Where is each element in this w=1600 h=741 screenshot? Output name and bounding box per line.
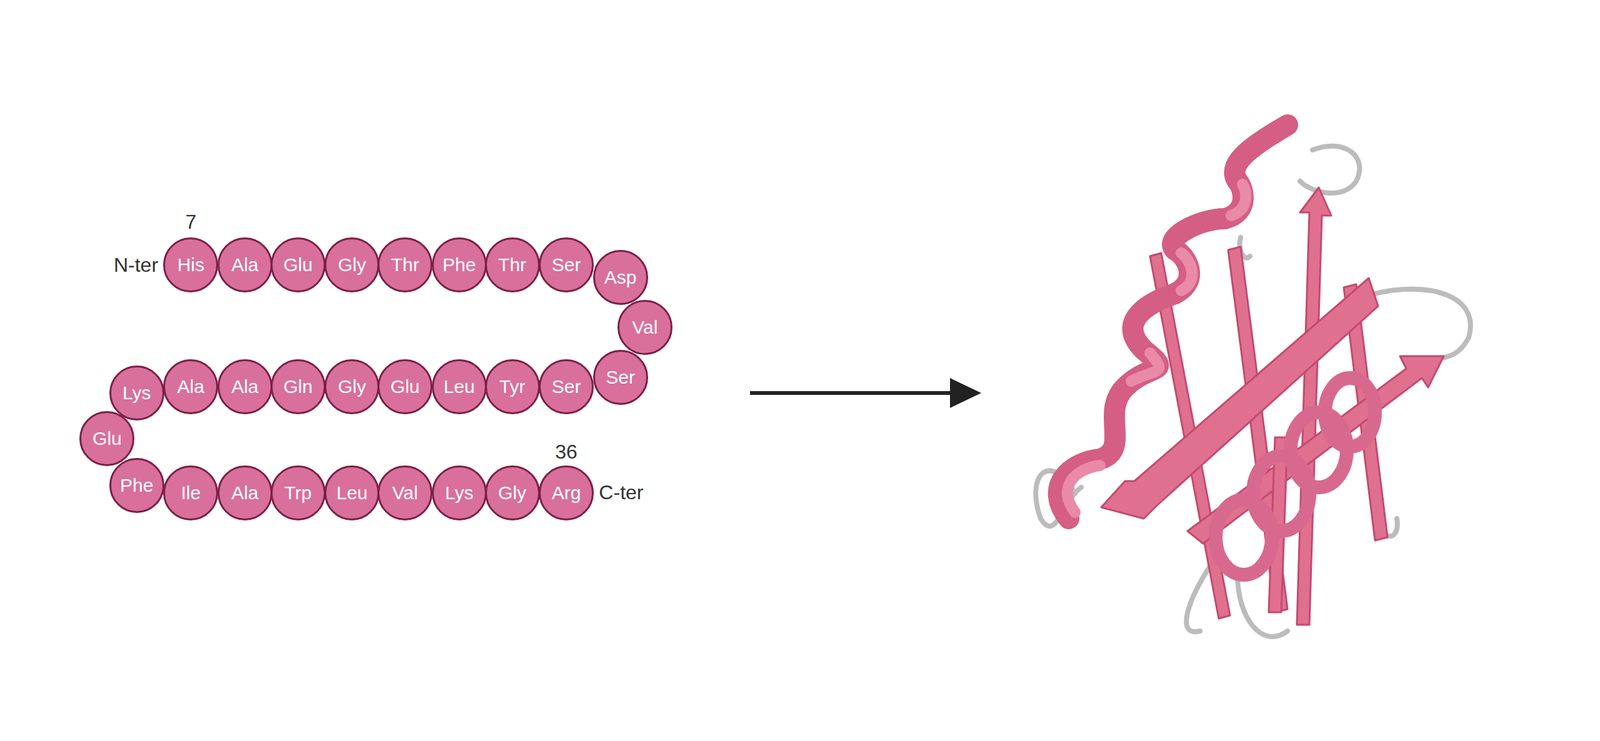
amino-acid-bead: His — [163, 237, 219, 293]
amino-acid-bead: Ala — [217, 359, 273, 415]
residue-name: Arg — [551, 482, 582, 504]
residue-name: Ile — [180, 482, 201, 504]
residue-name: Leu — [443, 376, 475, 398]
amino-acid-bead: Val — [377, 465, 433, 521]
residue-name: Lys — [445, 482, 474, 504]
terminus-label: N-ter — [113, 253, 159, 277]
residue-name: Gly — [338, 376, 367, 398]
residue-name: Glu — [92, 428, 122, 450]
amino-acid-bead: Gly — [485, 465, 540, 521]
residue-name: His — [177, 254, 205, 276]
amino-acid-bead: Ala — [217, 465, 273, 521]
amino-acid-bead: Ala — [217, 237, 273, 293]
amino-acid-bead: Phe — [431, 237, 487, 293]
residue-name: Phe — [442, 254, 476, 276]
amino-acid-bead: Ala — [163, 359, 219, 415]
residue-name: Ala — [177, 376, 205, 398]
residue-name: Asp — [604, 266, 637, 289]
amino-acid-bead: Arg — [538, 465, 594, 521]
residue-name: Gln — [283, 376, 313, 398]
residue-name: Gly — [338, 254, 367, 276]
residue-name: Ala — [231, 254, 259, 276]
residue-name: Ala — [231, 482, 259, 504]
residue-name: Val — [631, 316, 658, 339]
residue-name: Thr — [391, 254, 420, 276]
amino-acid-bead: Gly — [324, 359, 380, 415]
residue-name: Thr — [498, 254, 527, 276]
residue-name: Glu — [283, 254, 313, 276]
amino-acid-bead: Gln — [270, 359, 326, 415]
amino-acid-bead: Glu — [270, 237, 326, 293]
amino-acid-bead: Thr — [377, 237, 433, 293]
amino-acid-bead: Gly — [324, 237, 380, 293]
amino-acid-bead: Asp — [593, 250, 649, 305]
position-number: 7 — [185, 210, 197, 234]
amino-acid-bead: Leu — [324, 465, 380, 521]
residue-name: Glu — [390, 376, 420, 398]
amino-acid-bead: Phe — [109, 458, 165, 514]
residue-name: Val — [392, 482, 419, 504]
amino-acid-bead: Thr — [485, 237, 540, 293]
amino-acid-bead: Ser — [538, 237, 594, 293]
amino-acid-bead: Tyr — [485, 359, 540, 415]
residue-name: Lys — [122, 382, 152, 404]
amino-acid-bead: Glu — [79, 411, 135, 467]
amino-acid-bead: Ile — [163, 465, 219, 521]
amino-acid-bead: Val — [617, 300, 673, 355]
terminus-label: C-ter — [598, 481, 644, 505]
amino-acid-bead: Trp — [270, 465, 326, 521]
amino-acid-bead: Ser — [538, 359, 594, 415]
residue-name: Ala — [231, 376, 259, 398]
residue-name: Ser — [551, 254, 582, 276]
residue-name: Ser — [605, 366, 635, 389]
amino-acid-bead: Ser — [593, 350, 649, 405]
amino-acid-bead: Lys — [109, 365, 165, 421]
residue-name: Leu — [336, 482, 368, 504]
amino-acid-bead: Leu — [431, 359, 487, 415]
residue-name: Ser — [551, 376, 582, 398]
residue-name: Trp — [284, 482, 312, 504]
residue-name: Tyr — [499, 376, 526, 398]
residue-name: Phe — [120, 475, 154, 497]
position-number: 36 — [555, 440, 578, 464]
amino-acid-bead: Glu — [377, 359, 433, 415]
amino-acid-bead: Lys — [431, 465, 487, 521]
residue-name: Gly — [498, 482, 527, 504]
